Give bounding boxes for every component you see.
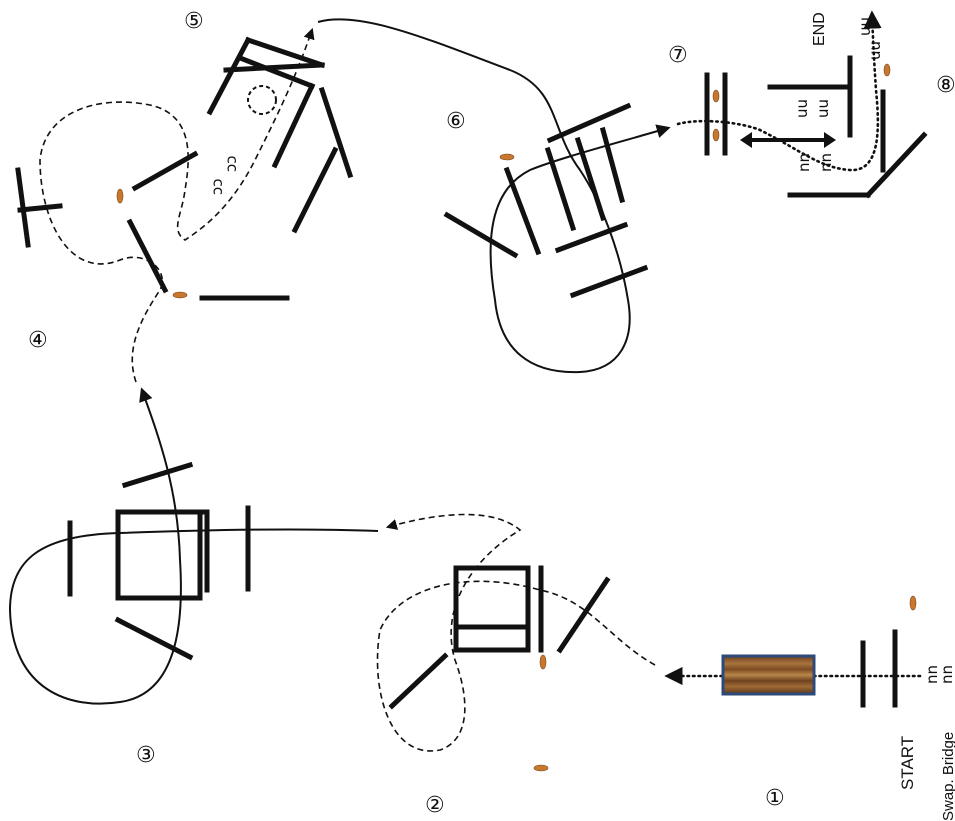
s6-bar — [569, 264, 649, 299]
cone-icon — [712, 89, 720, 103]
cone-icon — [499, 153, 515, 161]
s2-bar — [556, 576, 611, 654]
station-5-obstacles — [206, 36, 354, 234]
route-station-6 — [317, 18, 671, 374]
hoop-icon — [247, 85, 277, 115]
s4-bar — [131, 150, 199, 192]
s5-bar — [236, 54, 316, 90]
step-number-2: ② — [425, 793, 445, 818]
cone-icon — [909, 595, 917, 611]
cone-icon — [116, 188, 124, 204]
s8-bar — [864, 131, 928, 199]
s6-bar — [443, 211, 519, 259]
station-3-obstacles — [67, 461, 251, 661]
step-number-1: ① — [765, 786, 785, 811]
bridge-icon — [721, 654, 816, 696]
footprints-icon: ɔɔ — [222, 156, 240, 172]
footprints-icon: nn — [923, 665, 941, 684]
s3-bar — [121, 461, 194, 489]
step-number-4: ④ — [28, 328, 48, 353]
s5-bar — [244, 36, 326, 69]
s6-bar — [503, 166, 542, 256]
route-station-7 — [676, 10, 882, 172]
arrow-left — [740, 132, 752, 148]
s4-bar — [126, 218, 169, 294]
s6-bar — [574, 136, 607, 222]
station-2-obstacles — [388, 565, 611, 772]
cone-icon — [539, 654, 547, 670]
step-number-3: ③ — [136, 743, 156, 768]
footprints-icon: nn — [795, 153, 813, 172]
route-station-3 — [8, 387, 379, 705]
s5-bar — [291, 146, 339, 234]
s6-bar — [544, 146, 577, 232]
step-number-7: ⑦ — [668, 43, 688, 68]
arrow-right — [824, 132, 836, 148]
step-number-6: ⑥ — [446, 109, 466, 134]
s3-bar — [114, 616, 194, 661]
end-label: END — [811, 12, 828, 46]
footprints-icon: uu — [856, 17, 874, 36]
s4-bar — [17, 203, 63, 213]
cone-icon — [712, 128, 720, 142]
footprints-icon: nn — [938, 665, 955, 684]
station-8-obstacles — [767, 55, 928, 199]
footprints-icon: uu — [793, 99, 811, 118]
route-station-2 — [376, 513, 656, 752]
bridge-label: Swap. Bridge — [940, 732, 955, 821]
cone-icon — [533, 764, 549, 772]
footprints-icon: uu — [814, 99, 832, 118]
start-label: START — [898, 736, 917, 790]
route-station-4 — [39, 27, 315, 383]
cone-icon — [172, 291, 188, 299]
s5-bar — [318, 86, 354, 179]
step-number-8: ⑧ — [936, 73, 955, 98]
footprints-icon: nn — [817, 153, 835, 172]
s6-bar — [554, 221, 629, 254]
s5-bar — [271, 82, 316, 169]
s4-bar — [15, 167, 31, 248]
cone-icon — [883, 63, 891, 77]
s5-bar — [206, 36, 252, 116]
station-1-bridge — [721, 595, 917, 708]
step-number-5: ⑤ — [184, 9, 204, 34]
station-6-obstacles — [443, 102, 649, 299]
footprints-icon: uu — [866, 41, 884, 60]
s2-bar — [388, 652, 449, 710]
station-4-obstacles — [15, 150, 290, 301]
footprints-icon: ɔɔ — [208, 179, 226, 195]
s6-bar — [599, 126, 626, 204]
station-7-obstacles — [704, 72, 836, 156]
s6-bar — [546, 102, 632, 144]
s5-bar — [223, 62, 325, 73]
